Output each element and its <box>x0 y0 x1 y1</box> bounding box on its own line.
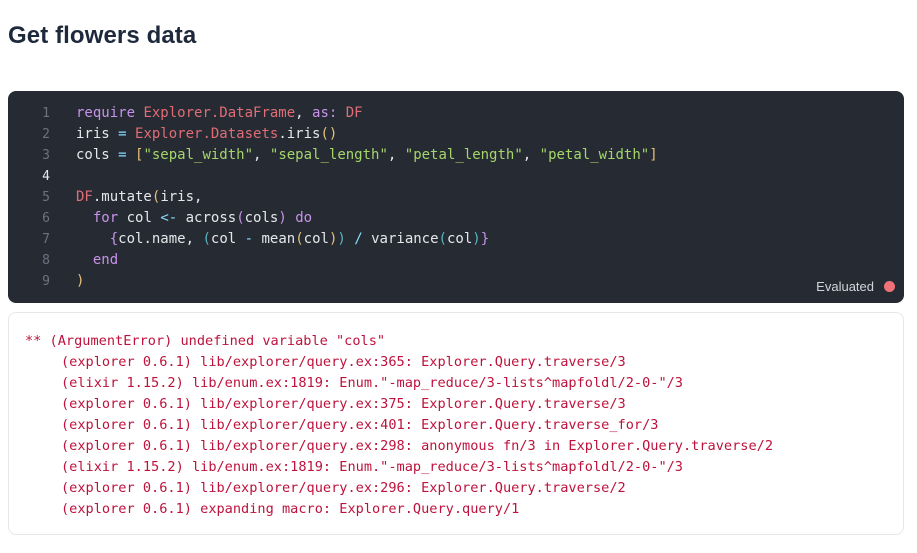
code-line[interactable]: 9) <box>8 271 904 292</box>
code-token: ) <box>337 231 346 247</box>
line-code <box>50 166 76 187</box>
code-token: cols <box>76 147 110 163</box>
code-token: "petal_length" <box>404 147 523 163</box>
code-token: ) <box>278 210 287 226</box>
code-token: Explorer.DataFrame <box>143 105 296 121</box>
code-token: DF <box>345 105 363 121</box>
code-token: require <box>76 105 144 121</box>
code-line[interactable]: 6 for col <- across(cols) do <box>8 208 904 229</box>
line-number: 9 <box>42 274 50 289</box>
code-token: [ <box>135 147 144 163</box>
line-number: 6 <box>42 211 50 226</box>
code-token: Explorer.Datasets <box>135 126 279 142</box>
code-token <box>76 252 93 268</box>
code-token: ) <box>328 231 338 247</box>
error-output-lines: ** (ArgumentError) undefined variable "c… <box>25 331 773 520</box>
line-code: ) <box>50 271 84 292</box>
code-token: col.name, <box>118 231 203 247</box>
line-number: 2 <box>42 127 50 142</box>
code-token: "sepal_width" <box>143 147 254 163</box>
line-number: 7 <box>42 232 50 247</box>
line-code: iris = Explorer.Datasets.iris() <box>50 124 337 145</box>
code-token: , <box>387 147 405 163</box>
output-line: (explorer 0.6.1) lib/explorer/query.ex:3… <box>61 396 626 412</box>
code-token: as: <box>312 105 338 121</box>
code-token: .iris <box>278 126 321 142</box>
output-line: (explorer 0.6.1) lib/explorer/query.ex:4… <box>61 417 659 433</box>
code-token: , <box>522 147 540 163</box>
code-token: iris <box>76 126 110 142</box>
code-token <box>337 105 345 121</box>
line-code: for col <- across(cols) do <box>50 208 312 229</box>
code-token: col <box>118 210 161 226</box>
code-token: iris, <box>160 189 203 205</box>
line-number: 4 <box>42 169 50 184</box>
code-token: across <box>177 210 237 226</box>
code-token: - <box>244 231 254 247</box>
line-code: {col.name, (col - mean(col)) / variance(… <box>50 229 489 250</box>
code-token: ] <box>649 147 658 163</box>
code-token: ( <box>438 231 447 247</box>
code-token: / <box>345 231 372 247</box>
line-code: cols = ["sepal_width", "sepal_length", "… <box>50 145 658 166</box>
code-line[interactable]: 8 end <box>8 250 904 271</box>
code-token: () <box>320 126 338 142</box>
line-code: end <box>50 250 118 271</box>
code-token: ( <box>151 189 161 205</box>
code-token: col <box>446 231 473 247</box>
output-line: (explorer 0.6.1) lib/explorer/query.ex:2… <box>61 438 774 454</box>
code-token: end <box>92 252 119 268</box>
code-token: { <box>109 231 119 247</box>
code-token: for <box>92 210 119 226</box>
line-number: 8 <box>42 253 50 268</box>
output-line: (explorer 0.6.1) expanding macro: Explor… <box>61 501 520 517</box>
code-line[interactable]: 7 {col.name, (col - mean(col)) / varianc… <box>8 229 904 250</box>
cell-output-error: ** (ArgumentError) undefined variable "c… <box>8 312 904 535</box>
code-line[interactable]: 4 <box>8 166 904 187</box>
code-token: , <box>253 147 270 163</box>
code-token: col <box>303 231 329 247</box>
line-number: 5 <box>42 190 50 205</box>
code-token: , <box>295 105 313 121</box>
code-token: "sepal_length" <box>269 147 388 163</box>
code-token: ( <box>295 231 304 247</box>
code-token: mean <box>253 231 296 247</box>
evaluation-status: Evaluated <box>816 279 895 294</box>
code-token: do <box>286 210 313 226</box>
line-number: 1 <box>42 106 50 121</box>
code-token: variance <box>371 231 439 247</box>
evaluation-status-label: Evaluated <box>816 279 874 294</box>
output-line: (elixir 1.15.2) lib/enum.ex:1819: Enum."… <box>61 375 683 391</box>
code-token: .mutate <box>92 189 152 205</box>
code-token: } <box>480 231 490 247</box>
code-token: ) <box>76 273 85 289</box>
line-code: DF.mutate(iris, <box>50 187 202 208</box>
code-token <box>76 231 110 247</box>
line-code: require Explorer.DataFrame, as: DF <box>50 103 363 124</box>
code-token: "petal_width" <box>539 147 650 163</box>
code-token: ( <box>236 210 245 226</box>
code-token <box>76 210 93 226</box>
code-token: cols <box>244 210 279 226</box>
code-token: = <box>109 126 136 142</box>
code-token: ) <box>472 231 481 247</box>
output-line: (elixir 1.15.2) lib/enum.ex:1819: Enum."… <box>61 459 683 475</box>
output-line: ** (ArgumentError) undefined variable "c… <box>25 333 386 349</box>
code-token: DF <box>76 189 93 205</box>
code-token: ( <box>202 231 211 247</box>
output-line: (explorer 0.6.1) lib/explorer/query.ex:2… <box>61 480 626 496</box>
status-dot-icon <box>884 281 895 292</box>
code-token: = <box>109 147 136 163</box>
output-line: (explorer 0.6.1) lib/explorer/query.ex:3… <box>61 354 626 370</box>
code-token: col <box>210 231 245 247</box>
section-title: Get flowers data <box>8 22 197 49</box>
line-number: 3 <box>42 148 50 163</box>
code-token: <- <box>160 210 178 226</box>
